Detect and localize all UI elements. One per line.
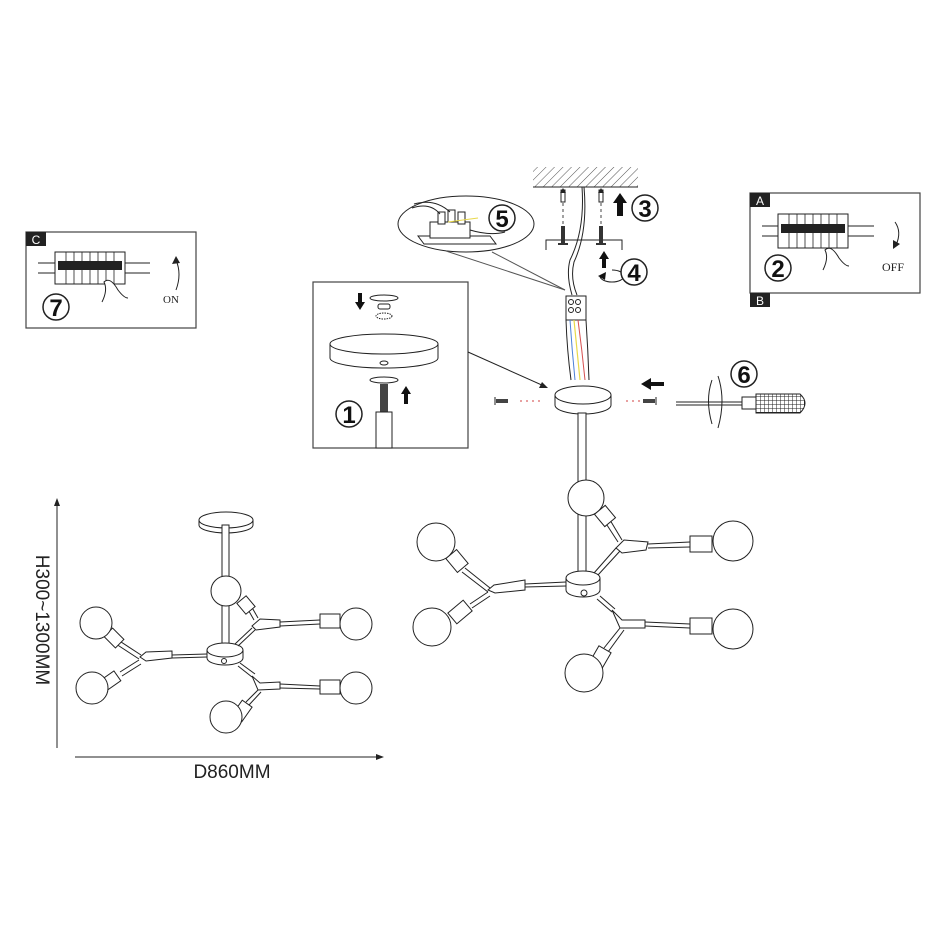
panel-tag-c-bg: [26, 232, 46, 246]
step-4-badge: [620, 258, 648, 286]
arrow-up-icon: [401, 386, 411, 404]
terminal-block-icon: [411, 201, 506, 245]
step-3-number: 3: [638, 196, 651, 223]
bulb: [712, 608, 754, 650]
screw-icon: [558, 226, 606, 245]
ceiling-mount-group: 3 4: [533, 167, 659, 296]
wire-connector: [565, 295, 590, 381]
step-2-badge: [764, 254, 792, 282]
socket: [689, 535, 713, 553]
step-1-number: 1: [342, 402, 355, 429]
bulb: [210, 575, 242, 607]
socket: [593, 504, 617, 528]
bulb: [412, 607, 452, 647]
bulb: [339, 607, 373, 641]
arrow-left-icon: [641, 378, 664, 390]
bulb: [75, 671, 109, 705]
canopy: [554, 385, 612, 405]
socket: [319, 613, 341, 629]
step-4-number: 4: [627, 260, 641, 287]
step-6-number: 6: [737, 362, 750, 389]
breaker-block-icon: [38, 251, 150, 285]
bulb: [712, 520, 754, 562]
yellow-wire: [573, 319, 581, 381]
bulb: [209, 700, 243, 734]
switch-off-label: OFF: [882, 260, 904, 274]
hand-icon: [822, 247, 850, 271]
step-7-badge: [42, 293, 70, 321]
panel-tag-b-bg: [750, 293, 770, 307]
step-2-number: 2: [771, 256, 784, 283]
step-5-callout: 5: [397, 195, 566, 291]
step-7-number: 7: [49, 295, 62, 322]
step-6-group: 6: [494, 360, 806, 429]
panel-tag-c: C: [32, 233, 41, 247]
rotate-icon: [599, 269, 625, 283]
socket: [236, 595, 256, 615]
wall-anchor-icon: [560, 188, 604, 203]
bulb: [564, 653, 604, 693]
bulb: [339, 671, 373, 705]
arrow-down-icon: [355, 293, 365, 310]
screwdriver-icon: [676, 375, 806, 429]
arrow-up-icon: [599, 251, 609, 268]
canopy-icon: [329, 333, 439, 369]
diameter-label: D860MM: [193, 762, 270, 783]
chandelier-dimension-view: H300~1300MM D860MM: [31, 498, 384, 783]
pointer-line: [467, 351, 545, 387]
socket: [447, 599, 473, 625]
bulb: [79, 606, 113, 640]
breaker-block-icon: [762, 213, 874, 249]
panel-tag-a-bg: [750, 193, 770, 207]
panel-tag-a: A: [756, 194, 764, 208]
bulb: [567, 479, 605, 517]
step-3-badge: [631, 194, 659, 222]
nut-icon: [369, 376, 399, 384]
lock-washer-icon: [375, 312, 393, 320]
arrow-up-icon: [613, 193, 627, 216]
washer-icon: [377, 303, 391, 310]
blue-wire: [569, 319, 576, 381]
bulb: [416, 522, 456, 562]
screw-icon-left: [494, 397, 508, 405]
step-6-badge: [730, 360, 758, 388]
rod-tube: [375, 411, 393, 449]
step-5-number: 5: [495, 206, 508, 233]
step-7-panel: C 7 ON: [25, 231, 197, 329]
mounting-bracket: [545, 239, 623, 250]
ceiling-hatch: [533, 167, 638, 187]
socket: [689, 617, 713, 635]
step-1-panel: 1: [312, 281, 469, 449]
red-wire: [577, 319, 586, 381]
threaded-rod: [380, 384, 388, 412]
panel-tag-b: B: [756, 294, 764, 308]
step-5-badge: [488, 204, 516, 232]
switch-on-label: ON: [163, 294, 179, 306]
hand-icon: [101, 279, 129, 303]
height-label: H300~1300MM: [31, 555, 52, 685]
screw-icon-right: [643, 397, 657, 405]
nut-icon: [369, 294, 399, 302]
chandelier-assembled: [412, 385, 754, 693]
step-2-panel: A B 2 OFF: [749, 192, 921, 308]
step-1-badge: [335, 400, 363, 428]
socket: [319, 679, 341, 695]
